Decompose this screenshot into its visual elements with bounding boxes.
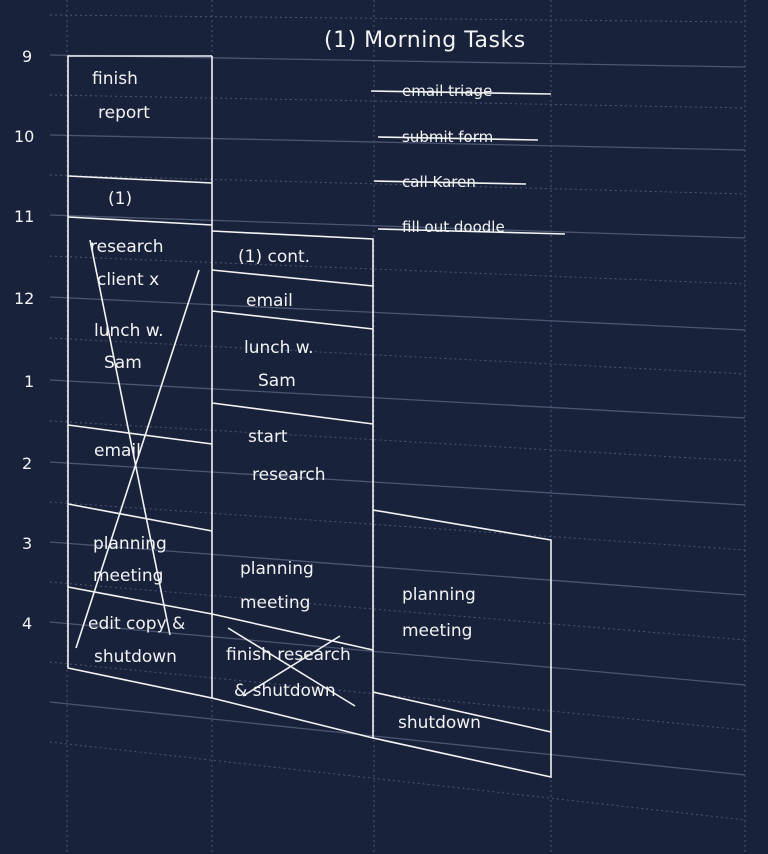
block-label: client x <box>97 270 159 290</box>
task-item: submit form <box>402 128 493 146</box>
strike-through-line <box>373 180 527 185</box>
block-label: planning <box>402 585 476 605</box>
hour-line-3 <box>49 541 746 596</box>
strike-through-line <box>370 90 552 95</box>
task-item: fill out doodle <box>402 218 505 236</box>
block-label: planning <box>93 534 167 554</box>
half-line <box>49 14 746 23</box>
block-divider <box>211 269 374 287</box>
half-line <box>49 420 746 462</box>
half-line <box>49 174 746 195</box>
block-label: Sam <box>258 371 296 391</box>
block-divider <box>211 402 374 425</box>
hour-line-9 <box>49 54 746 68</box>
block-divider <box>211 310 374 330</box>
block-label: planning <box>240 559 314 579</box>
block-label: start <box>248 427 288 447</box>
hour-label: 9 <box>22 47 32 66</box>
hour-line-10 <box>49 134 746 151</box>
hour-label: 12 <box>14 289 34 308</box>
hour-label: 3 <box>22 534 32 553</box>
hour-label: 2 <box>22 454 32 473</box>
hour-line-4 <box>49 621 746 686</box>
block-label: email <box>246 291 293 311</box>
block-label: finish <box>92 69 138 89</box>
hour-line-2 <box>49 461 746 506</box>
morning-tasks-title: (1) Morning Tasks <box>324 28 526 53</box>
hour-line-11 <box>49 214 746 239</box>
column-1 <box>67 55 213 699</box>
block-label: meeting <box>240 593 310 613</box>
column-2 <box>211 230 374 740</box>
hour-label: 1 <box>24 372 34 391</box>
strike-through-line <box>377 136 539 141</box>
hour-label: 11 <box>14 207 34 226</box>
half-line <box>49 661 746 731</box>
column-2-outline <box>211 230 374 740</box>
block-divider <box>67 175 213 184</box>
block-divider <box>67 586 213 615</box>
morning-tasks: (1) Morning Tasks email triage submit fo… <box>324 28 566 236</box>
column-2-text: (1) cont. email lunch w. Sam start resea… <box>226 247 351 701</box>
block-label: lunch w. <box>94 321 164 341</box>
block-label: (1) <box>108 189 132 209</box>
block-label: meeting <box>402 621 472 641</box>
cross-out-mark <box>242 635 341 697</box>
strike-through-line <box>377 228 566 235</box>
hour-label: 10 <box>14 127 34 146</box>
block-label: meeting <box>93 566 163 586</box>
block-label: shutdown <box>94 647 177 667</box>
block-label: (1) cont. <box>238 247 310 267</box>
block-divider <box>67 503 213 532</box>
block-label: research <box>252 465 326 485</box>
half-line <box>49 337 746 375</box>
block-divider <box>67 216 213 226</box>
block-divider <box>211 613 374 651</box>
block-divider <box>67 424 213 445</box>
block-label: Sam <box>104 353 142 373</box>
half-line <box>49 501 746 551</box>
task-item: email triage <box>402 82 492 100</box>
block-label: & shutdown <box>234 681 336 701</box>
cross-out-mark <box>75 269 200 649</box>
column-1-text: finish report (1) research client x lunc… <box>88 69 185 667</box>
block-label: shutdown <box>398 713 481 733</box>
block-label: report <box>98 103 150 123</box>
hour-labels: 9 10 11 12 1 2 3 4 <box>14 47 34 633</box>
block-label: research <box>90 237 164 257</box>
column-3 <box>372 509 552 778</box>
half-line <box>49 255 746 285</box>
block-label: finish research <box>226 645 351 665</box>
hour-line-5 <box>49 701 746 776</box>
column-3-text: planning meeting shutdown <box>398 585 481 733</box>
hour-line-12 <box>49 296 746 331</box>
cross-out-mark <box>89 239 171 636</box>
column-3-outline <box>372 509 552 778</box>
half-line <box>49 581 746 641</box>
hour-label: 4 <box>22 614 32 633</box>
block-label: edit copy & <box>88 614 185 634</box>
half-line <box>49 741 746 821</box>
half-line <box>49 94 746 109</box>
column-1-outline <box>67 55 213 699</box>
block-label: lunch w. <box>244 338 314 358</box>
block-label: email <box>94 441 141 461</box>
cross-out-mark <box>227 627 356 707</box>
hour-line-1 <box>49 379 746 419</box>
block-divider <box>372 691 552 733</box>
